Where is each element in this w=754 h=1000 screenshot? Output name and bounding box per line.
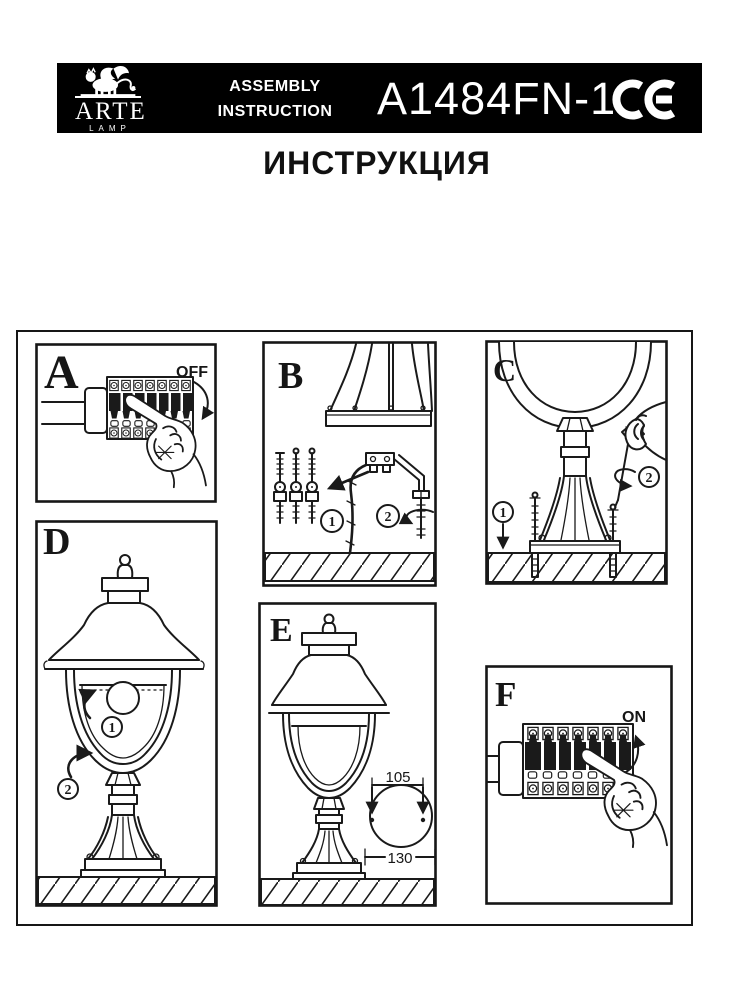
- pedestal-underside-drawing: [325, 343, 433, 427]
- header-bar: ARTE LAMP ASSEMBLY INSTRUCTION A1484FN-1: [57, 63, 702, 133]
- ground-hatch-icon: [487, 552, 666, 583]
- panel-b-letter: B: [278, 355, 303, 397]
- brand-name: ARTE: [75, 96, 147, 125]
- panel-c-fix-base: 1 2 C: [485, 340, 668, 585]
- step-2-badge: 2: [376, 504, 400, 528]
- lamp-drawing: [268, 613, 390, 880]
- lamp-bowl-pedestal-drawing: [498, 341, 652, 554]
- wire-connector-drawing: [345, 452, 425, 555]
- screwdriver-hand-icon: [614, 401, 667, 508]
- dimension-130: 130: [387, 850, 412, 867]
- panel-d-assemble-lamp: 1 2 D: [35, 520, 218, 907]
- brand-subname: LAMP: [89, 124, 131, 133]
- anchor-bolts-icon: [273, 447, 319, 524]
- svg-text:1: 1: [500, 506, 507, 521]
- document-type: ASSEMBLY INSTRUCTION: [203, 74, 347, 124]
- panel-e-letter: E: [270, 612, 293, 649]
- brand-logo: ARTE LAMP: [75, 65, 147, 133]
- panel-c-letter: C: [493, 352, 516, 388]
- svg-text:2: 2: [385, 510, 392, 525]
- page-title: ИНСТРУКЦИЯ: [263, 145, 491, 181]
- panel-a-power-off: A OFF: [35, 343, 217, 503]
- step-2-badge: 2: [638, 466, 660, 488]
- breaker-on-icon: [486, 723, 634, 799]
- dimension-105: 105: [385, 769, 410, 786]
- ce-mark-icon: [612, 79, 676, 120]
- ground-hatch-icon: [37, 876, 216, 905]
- svg-text:2: 2: [646, 471, 653, 486]
- panel-e-dimensions: 105 130 E: [258, 602, 437, 907]
- panel-d-letter: D: [43, 521, 70, 563]
- screw-icon: [398, 490, 434, 539]
- panel-f-power-on: F ON: [485, 665, 673, 905]
- ground-hatch-icon: [264, 552, 435, 582]
- ground-hatch-icon: [260, 878, 435, 906]
- lamp-drawing: [43, 554, 205, 878]
- panel-b-anchor-parts: 1 2 B: [262, 341, 437, 587]
- winged-lion-icon: [80, 65, 137, 96]
- switch-state-off: OFF: [176, 364, 208, 381]
- doc-type-line2: INSTRUCTION: [217, 103, 333, 120]
- off-arrow-icon: [193, 381, 215, 421]
- model-number: A1484FN-1: [377, 73, 617, 124]
- bulb-icon: [106, 681, 140, 715]
- on-arrow-icon: [625, 734, 646, 773]
- svg-text:2: 2: [65, 783, 72, 798]
- svg-text:1: 1: [329, 515, 336, 530]
- breaker-off-icon: [41, 376, 194, 440]
- step-2-badge: 2: [57, 744, 94, 800]
- doc-type-line1: ASSEMBLY: [229, 78, 321, 95]
- step-1-badge: 1: [492, 501, 514, 550]
- switch-state-on: ON: [622, 709, 646, 726]
- step-1-badge: 1: [320, 509, 344, 533]
- svg-text:1: 1: [109, 721, 116, 736]
- base-dimension-drawing: 105 130: [364, 769, 436, 867]
- panel-f-letter: F: [495, 675, 516, 714]
- step-1-badge: 1: [78, 688, 123, 738]
- panel-a-letter: A: [44, 346, 79, 399]
- direction-arrow-icon: [326, 470, 370, 491]
